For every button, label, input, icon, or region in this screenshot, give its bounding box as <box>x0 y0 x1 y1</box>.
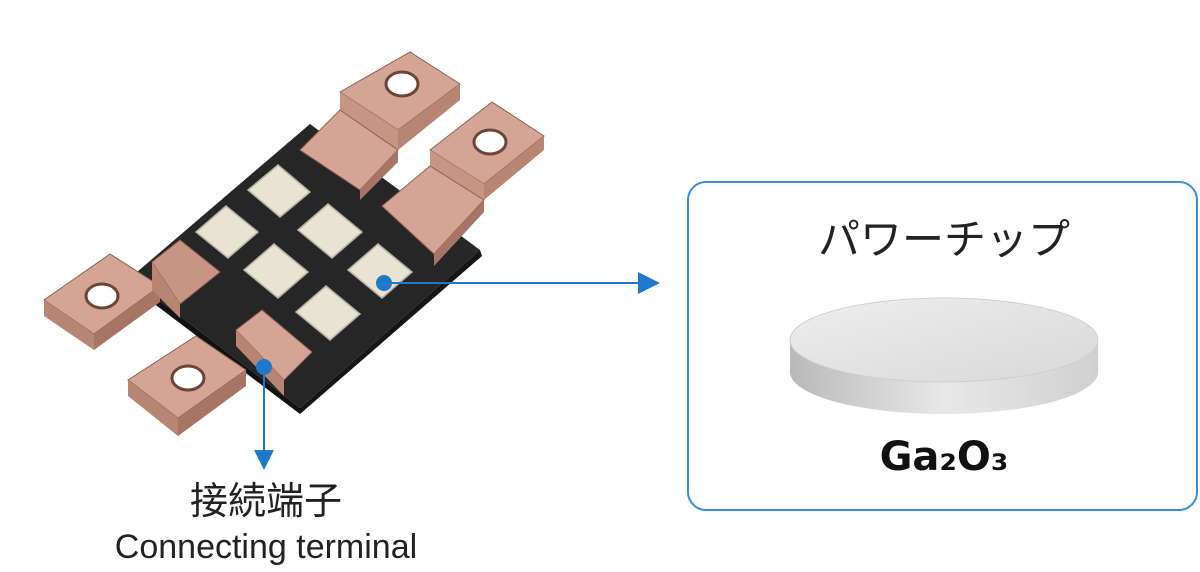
chip-label-jp: パワーチップ <box>818 215 1070 264</box>
power-module <box>43 51 545 436</box>
terminal-hole <box>384 70 420 98</box>
terminal-front-bottom <box>127 309 313 436</box>
terminal-top-right <box>381 101 545 266</box>
terminal-left <box>43 239 221 350</box>
module-board <box>130 124 480 408</box>
arrow-to-chip-panel <box>376 272 660 294</box>
arrow-to-terminal-label <box>254 359 274 470</box>
terminal-hole <box>170 364 206 392</box>
module-board-edge <box>128 278 300 414</box>
arrowhead-right <box>638 272 660 294</box>
disc-top <box>789 297 1099 383</box>
terminal-label-en: Connecting terminal <box>115 528 417 566</box>
chip-pad <box>246 164 312 218</box>
chip-pads <box>194 164 414 341</box>
chip-pad <box>294 285 362 341</box>
chip-pad <box>194 205 260 259</box>
chip-pad <box>346 243 414 299</box>
chip-pad <box>296 203 364 259</box>
module-board-edge-right <box>300 250 482 414</box>
chip-material-label: Ga₂O₃ <box>880 434 1009 480</box>
terminal-label-jp: 接続端子 <box>190 479 342 523</box>
chip-disc <box>789 297 1099 414</box>
terminal-hole <box>472 128 508 156</box>
arrowhead-down <box>254 450 274 470</box>
chip-pad <box>242 243 310 299</box>
terminal-top-back <box>299 51 461 200</box>
terminal-hole <box>84 282 120 310</box>
